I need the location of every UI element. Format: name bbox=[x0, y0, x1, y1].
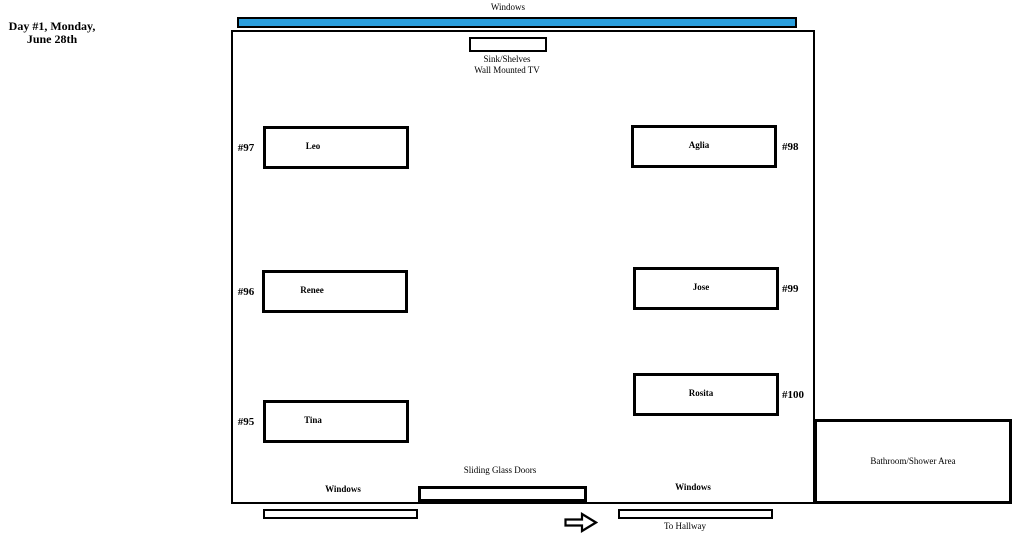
sink-shelves-rect bbox=[469, 37, 547, 52]
bed-aglia-name: Aglia bbox=[688, 139, 710, 150]
title-line-1: Day #1, Monday, bbox=[8, 19, 96, 33]
hallway-bar bbox=[618, 509, 773, 519]
sink-shelves-label: Sink/Shelves bbox=[483, 54, 531, 64]
bathroom-shower-label: Bathroom/Shower Area bbox=[870, 456, 956, 466]
to-hallway-label: To Hallway bbox=[663, 521, 707, 531]
sliding-glass-doors-label: Sliding Glass Doors bbox=[463, 465, 537, 475]
wall-mounted-tv-label: Wall Mounted TV bbox=[474, 65, 540, 75]
bed-jose: Jose bbox=[633, 267, 779, 310]
bed-number-100: #100 bbox=[782, 388, 804, 401]
bed-tina: Tina bbox=[263, 400, 409, 443]
bathroom-shower-area: Bathroom/Shower Area bbox=[814, 419, 1012, 504]
bed-renee: Renee bbox=[262, 270, 408, 313]
bed-aglia: Aglia bbox=[631, 125, 777, 168]
bed-number-99: #99 bbox=[782, 282, 799, 295]
title-line-2: June 28th bbox=[26, 32, 78, 46]
windows-bottom-right-label: Windows bbox=[675, 482, 711, 492]
bed-renee-name: Renee bbox=[300, 284, 324, 295]
sliding-glass-doors-rect bbox=[418, 486, 587, 502]
windows-glass-bar bbox=[237, 17, 797, 28]
page-title: Day #1, Monday, June 28th bbox=[6, 20, 98, 46]
bed-leo: Leo bbox=[263, 126, 409, 169]
bed-number-97: #97 bbox=[237, 141, 255, 154]
window-bar-bottom-left bbox=[263, 509, 418, 519]
bed-number-98: #98 bbox=[782, 140, 799, 153]
bed-number-95: #95 bbox=[237, 415, 255, 428]
to-hallway-arrow-icon bbox=[564, 512, 599, 533]
bed-rosita: Rosita bbox=[633, 373, 779, 416]
bed-tina-name: Tina bbox=[304, 414, 322, 425]
bed-number-96: #96 bbox=[237, 285, 255, 298]
bed-rosita-name: Rosita bbox=[688, 387, 714, 398]
windows-top-label: Windows bbox=[490, 2, 526, 12]
bed-jose-name: Jose bbox=[692, 281, 710, 292]
bed-leo-name: Leo bbox=[305, 140, 321, 151]
windows-bottom-left-label: Windows bbox=[325, 484, 361, 494]
